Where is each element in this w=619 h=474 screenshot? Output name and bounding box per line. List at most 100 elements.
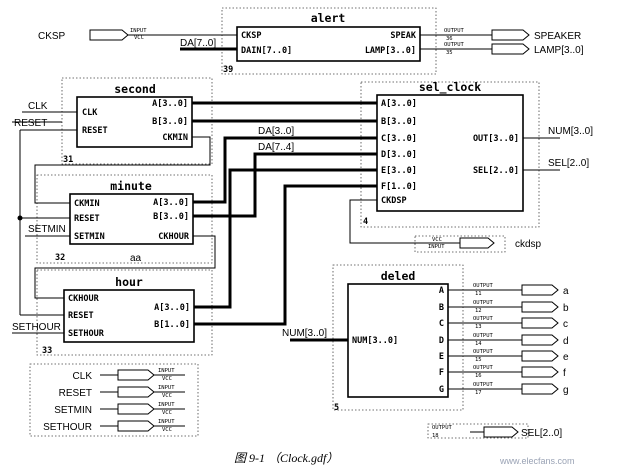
- signal-num-in: NUM[3..0]: [282, 328, 327, 339]
- deled-out-1: B: [439, 303, 444, 313]
- speaker-output-tag: OUTPUT: [444, 28, 465, 34]
- b-pin-num: 12: [475, 308, 482, 314]
- alert-title: alert: [311, 11, 346, 25]
- deled-out-0: A: [439, 286, 444, 296]
- speaker-pin-num: 36: [446, 36, 453, 42]
- g-pin-num: 17: [475, 390, 482, 396]
- output-label-a: a: [563, 286, 569, 297]
- hour-title: hour: [115, 275, 143, 289]
- alert-number: 39: [223, 65, 233, 75]
- output-label-b: b: [563, 303, 569, 314]
- reset-input-tag: INPUT: [158, 385, 175, 391]
- output-pin-e[interactable]: [521, 350, 559, 362]
- clk-vcc-tag: VCC: [162, 376, 172, 382]
- output-pin-b[interactable]: [521, 301, 559, 313]
- cksp-vcc-tag: VCC: [134, 35, 144, 41]
- lamp-pin-num: 35: [446, 50, 453, 56]
- sethour-vcc-tag: VCC: [162, 427, 172, 433]
- selclock-block[interactable]: [376, 94, 524, 212]
- signal-ckdsp: ckdsp: [515, 239, 542, 250]
- selclock-in-2: C[3..0]: [381, 134, 417, 144]
- output-label-e: e: [563, 352, 569, 363]
- output-label-c: c: [563, 319, 568, 330]
- lamp-output-tag: OUTPUT: [444, 42, 465, 48]
- cksp-input-pin[interactable]: [89, 29, 129, 41]
- g-output-tag: OUTPUT: [473, 382, 494, 388]
- selclock-in-1: B[3..0]: [381, 117, 417, 127]
- output-label-f: f: [563, 368, 566, 379]
- signal-num: NUM[3..0]: [548, 126, 593, 137]
- signal-sel-out: SEL[2..0]: [521, 428, 562, 439]
- output-pin-g[interactable]: [521, 383, 559, 395]
- d-pin-num: 14: [475, 341, 482, 347]
- legend-reset: RESET: [59, 388, 92, 399]
- selclock-in-0: A[3..0]: [381, 99, 417, 109]
- minute-block[interactable]: [69, 193, 194, 245]
- signal-sel: SEL[2..0]: [548, 158, 589, 169]
- d-output-tag: OUTPUT: [473, 333, 494, 339]
- minute-title: minute: [110, 179, 152, 193]
- alert-block[interactable]: [236, 26, 421, 62]
- lamp-output-pin[interactable]: [491, 43, 530, 55]
- selclock-group-boundary: [360, 81, 540, 228]
- e-output-tag: OUTPUT: [473, 349, 494, 355]
- deled-group-boundary: [332, 264, 464, 411]
- reset-vcc-tag: VCC: [162, 393, 172, 399]
- output-label-d: d: [563, 336, 569, 347]
- a-output-tag: OUTPUT: [473, 283, 494, 289]
- deled-out-4: E: [439, 352, 444, 362]
- second-block[interactable]: [76, 96, 193, 148]
- setmin-vcc-tag: VCC: [162, 410, 172, 416]
- sethour-input-pin[interactable]: [117, 420, 155, 432]
- speaker-output-pin[interactable]: [491, 29, 530, 41]
- selclock-in-6: CKDSP: [381, 196, 407, 206]
- reset-input-pin[interactable]: [117, 386, 155, 398]
- signal-cksp: CKSP: [38, 31, 66, 42]
- legend-input-group: [29, 363, 199, 437]
- hour-group-boundary: [36, 269, 213, 356]
- b-output-tag: OUTPUT: [473, 300, 494, 306]
- deled-number: 5: [334, 403, 339, 413]
- f-pin-num: 16: [475, 373, 482, 379]
- output-pin-d[interactable]: [521, 334, 559, 346]
- hour-block[interactable]: [63, 289, 195, 343]
- signal-setmin: SETMIN: [28, 224, 66, 235]
- alert-out-1: LAMP[3..0]: [365, 46, 416, 56]
- output-label-g: g: [563, 385, 569, 396]
- c-pin-num: 13: [475, 324, 482, 330]
- selclock-in-4: E[3..0]: [381, 166, 417, 176]
- output-pin-c[interactable]: [521, 317, 559, 329]
- sel-pin-num: 18: [432, 433, 439, 439]
- signal-da30: DA[3..0]: [258, 126, 294, 137]
- minute-in-0: CKMIN: [74, 199, 100, 209]
- second-out-1: B[3..0]: [152, 117, 188, 127]
- alert-in-1: DAIN[7..0]: [241, 46, 292, 56]
- minute-out-1: B[3..0]: [153, 212, 189, 222]
- alert-in-0: CKSP: [241, 31, 261, 41]
- hour-in-0: CKHOUR: [68, 294, 100, 304]
- signal-speaker: SPEAKER: [534, 31, 581, 42]
- second-out-0: A[3..0]: [152, 99, 188, 109]
- sel-output-group: [427, 423, 529, 439]
- c-output-tag: OUTPUT: [473, 316, 494, 322]
- cksp-input-tag: INPUT: [130, 28, 147, 34]
- signal-lamp: LAMP[3..0]: [534, 45, 584, 56]
- ckdsp-input-pin[interactable]: [459, 237, 495, 249]
- selclock-out-1: SEL[2..0]: [473, 166, 519, 176]
- legend-setmin: SETMIN: [54, 405, 92, 416]
- selclock-title: sel_clock: [419, 80, 481, 95]
- second-in-0: CLK: [82, 108, 98, 118]
- minute-group-boundary: [36, 174, 213, 264]
- clk-input-pin[interactable]: [117, 369, 155, 381]
- setmin-input-pin[interactable]: [117, 403, 155, 415]
- output-pin-f[interactable]: [521, 366, 559, 378]
- legend-sethour: SETHOUR: [43, 422, 92, 433]
- sel-output-pin[interactable]: [483, 426, 519, 438]
- output-pin-a[interactable]: [521, 284, 559, 296]
- signal-clk: CLK: [28, 101, 48, 112]
- figure-caption: 图 9-1 （Clock.gdf）: [234, 451, 338, 465]
- deled-out-6: G: [439, 385, 444, 395]
- deled-in: NUM[3..0]: [352, 336, 398, 346]
- hour-number: 33: [42, 346, 52, 356]
- selclock-number: 4: [363, 217, 368, 227]
